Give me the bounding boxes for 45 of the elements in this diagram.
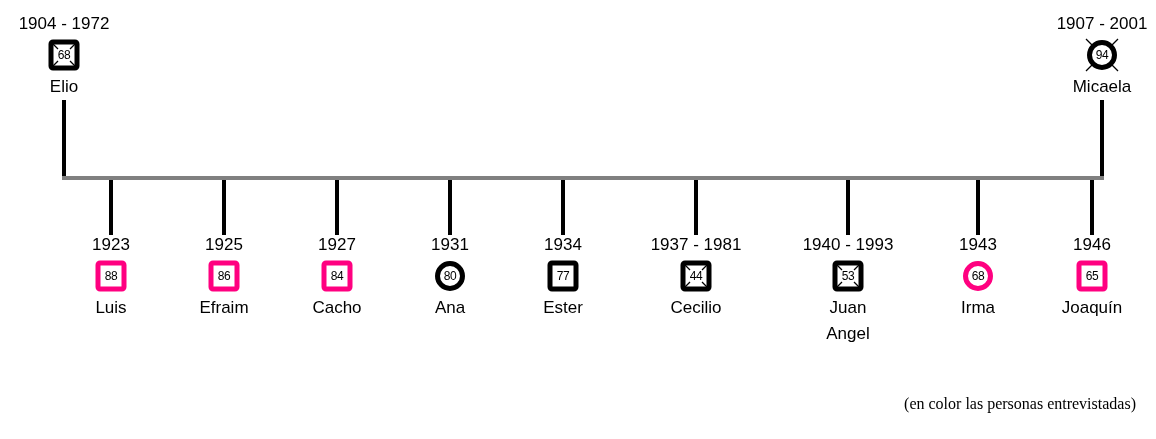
- descent-line: [694, 180, 698, 235]
- life-years: 1940 - 1993: [802, 235, 894, 255]
- descent-line: [448, 180, 452, 235]
- age-number: 94: [1095, 49, 1109, 61]
- descent-line: [62, 100, 66, 176]
- life-years: 1925: [205, 235, 243, 255]
- person-name: Ana: [434, 297, 466, 319]
- person-name: Cacho: [312, 297, 362, 319]
- age-number: 88: [104, 270, 118, 282]
- life-years: 1937 - 1981: [650, 235, 742, 255]
- age-number: 77: [556, 270, 570, 282]
- life-years: 1934: [544, 235, 582, 255]
- age-number: 44: [689, 270, 703, 282]
- life-years: 1931: [431, 235, 469, 255]
- descent-line: [846, 180, 850, 235]
- person-name: Irma: [961, 297, 995, 319]
- age-number: 80: [443, 270, 457, 282]
- age-number: 84: [330, 270, 344, 282]
- life-years: 1946: [1073, 235, 1111, 255]
- age-number: 86: [217, 270, 231, 282]
- caption: (en color las personas entrevistadas): [904, 394, 1136, 415]
- descent-line: [976, 180, 980, 235]
- person-name: Elio: [49, 76, 79, 98]
- age-number: 65: [1085, 270, 1099, 282]
- descent-line: [335, 180, 339, 235]
- descent-line: [222, 180, 226, 235]
- descent-line: [109, 180, 113, 235]
- person-name: Efraim: [199, 297, 249, 319]
- life-years: 1923: [92, 235, 130, 255]
- descent-line: [561, 180, 565, 235]
- person-name: Juan Angel: [825, 297, 871, 345]
- person-name: Cecilio: [670, 297, 722, 319]
- age-number: 68: [971, 270, 985, 282]
- descent-line: [1090, 180, 1094, 235]
- life-years: 1904 - 1972: [18, 14, 110, 34]
- descent-line: [1100, 100, 1104, 176]
- life-years: 1927: [318, 235, 356, 255]
- person-name: Joaquín: [1061, 297, 1123, 319]
- life-years: 1943: [959, 235, 997, 255]
- age-number: 68: [57, 49, 71, 61]
- person-name: Luis: [95, 297, 127, 319]
- person-name: Micaela: [1072, 76, 1132, 98]
- person-name: Ester: [543, 297, 583, 319]
- age-number: 53: [841, 270, 855, 282]
- life-years: 1907 - 2001: [1056, 14, 1148, 34]
